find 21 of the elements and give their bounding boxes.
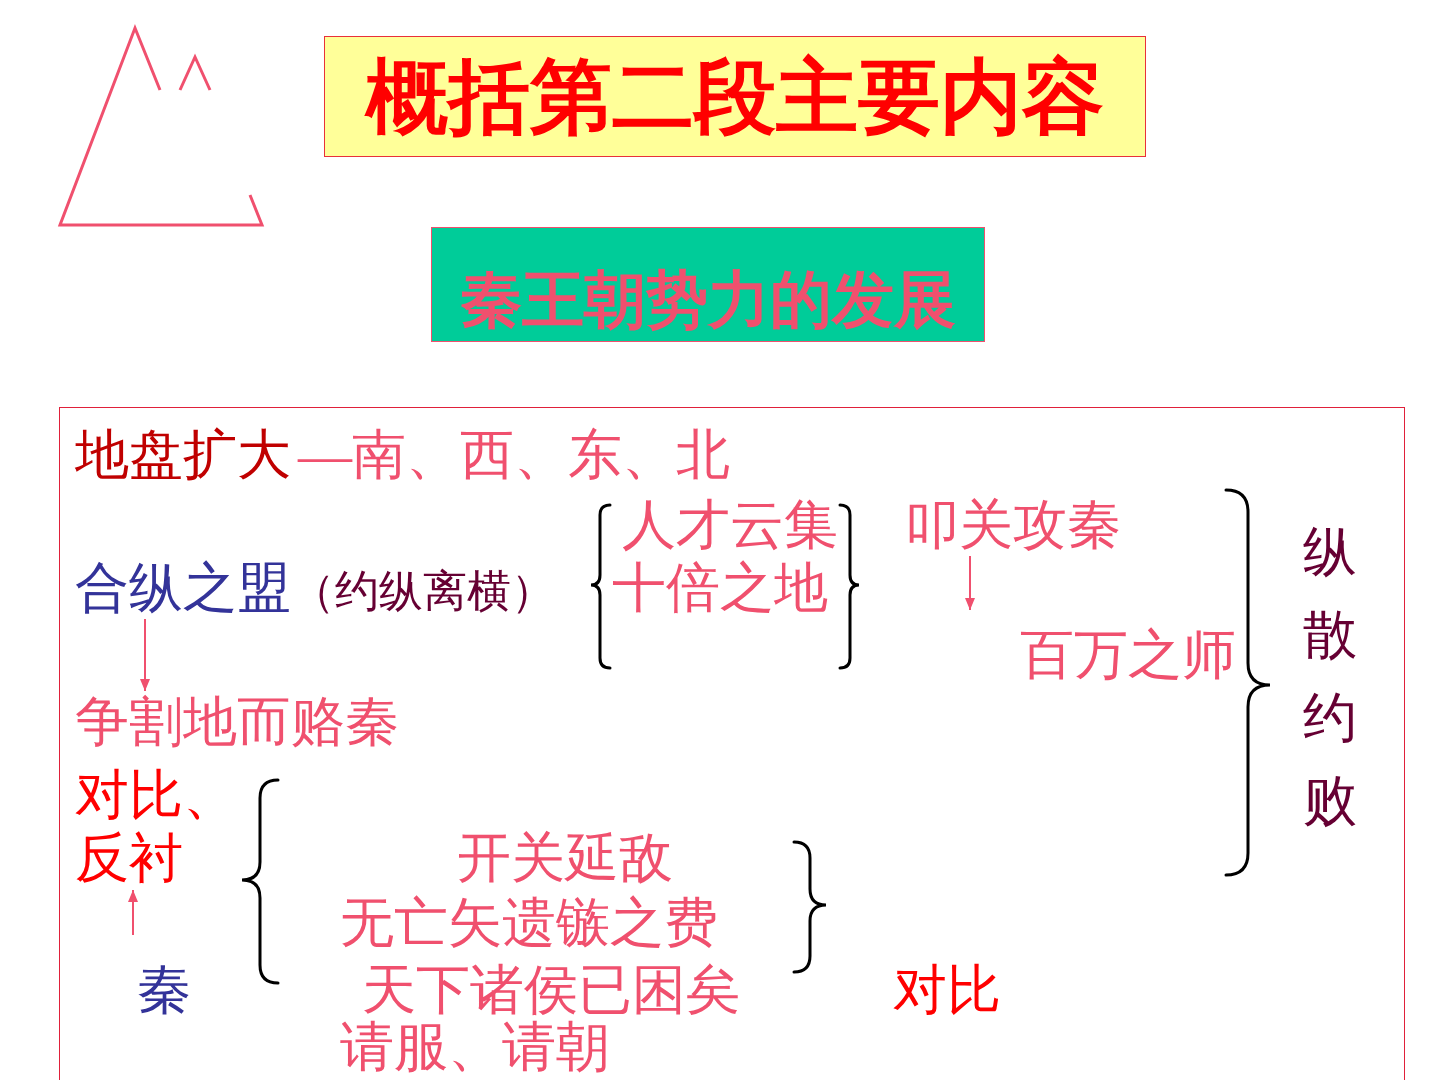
text-label: 地盘扩大 [75, 424, 291, 487]
text-label: 百万之师 [1020, 624, 1236, 687]
text-label: 叩关攻秦 [905, 494, 1121, 557]
subtitle-banner: 秦王朝势力的发展 [431, 227, 985, 342]
text-label: 秦 [137, 959, 191, 1022]
text-label: 开关延敌 [457, 827, 673, 890]
text-label: 合纵之盟 [75, 558, 291, 618]
text-label: 对比 [893, 959, 1001, 1022]
vertical-text: 纵散约败 [1303, 521, 1358, 833]
arrow [140, 618, 150, 692]
text-label: 无亡矢遗镞之费 [340, 892, 718, 955]
arrow [965, 555, 975, 611]
title-banner: 概括第二段主要内容 [324, 36, 1146, 157]
text-label: 争割地而赂秦 [75, 691, 399, 754]
text-label: 十倍之地 [612, 557, 828, 620]
content-frame [59, 407, 1405, 1080]
text-label: 人才云集 [622, 494, 838, 557]
note-text: （约纵离横） [291, 567, 555, 616]
text-label: —南、西、东、北 [298, 424, 730, 487]
text-label: 对比、反衬 [75, 764, 241, 890]
arrow [128, 889, 138, 936]
